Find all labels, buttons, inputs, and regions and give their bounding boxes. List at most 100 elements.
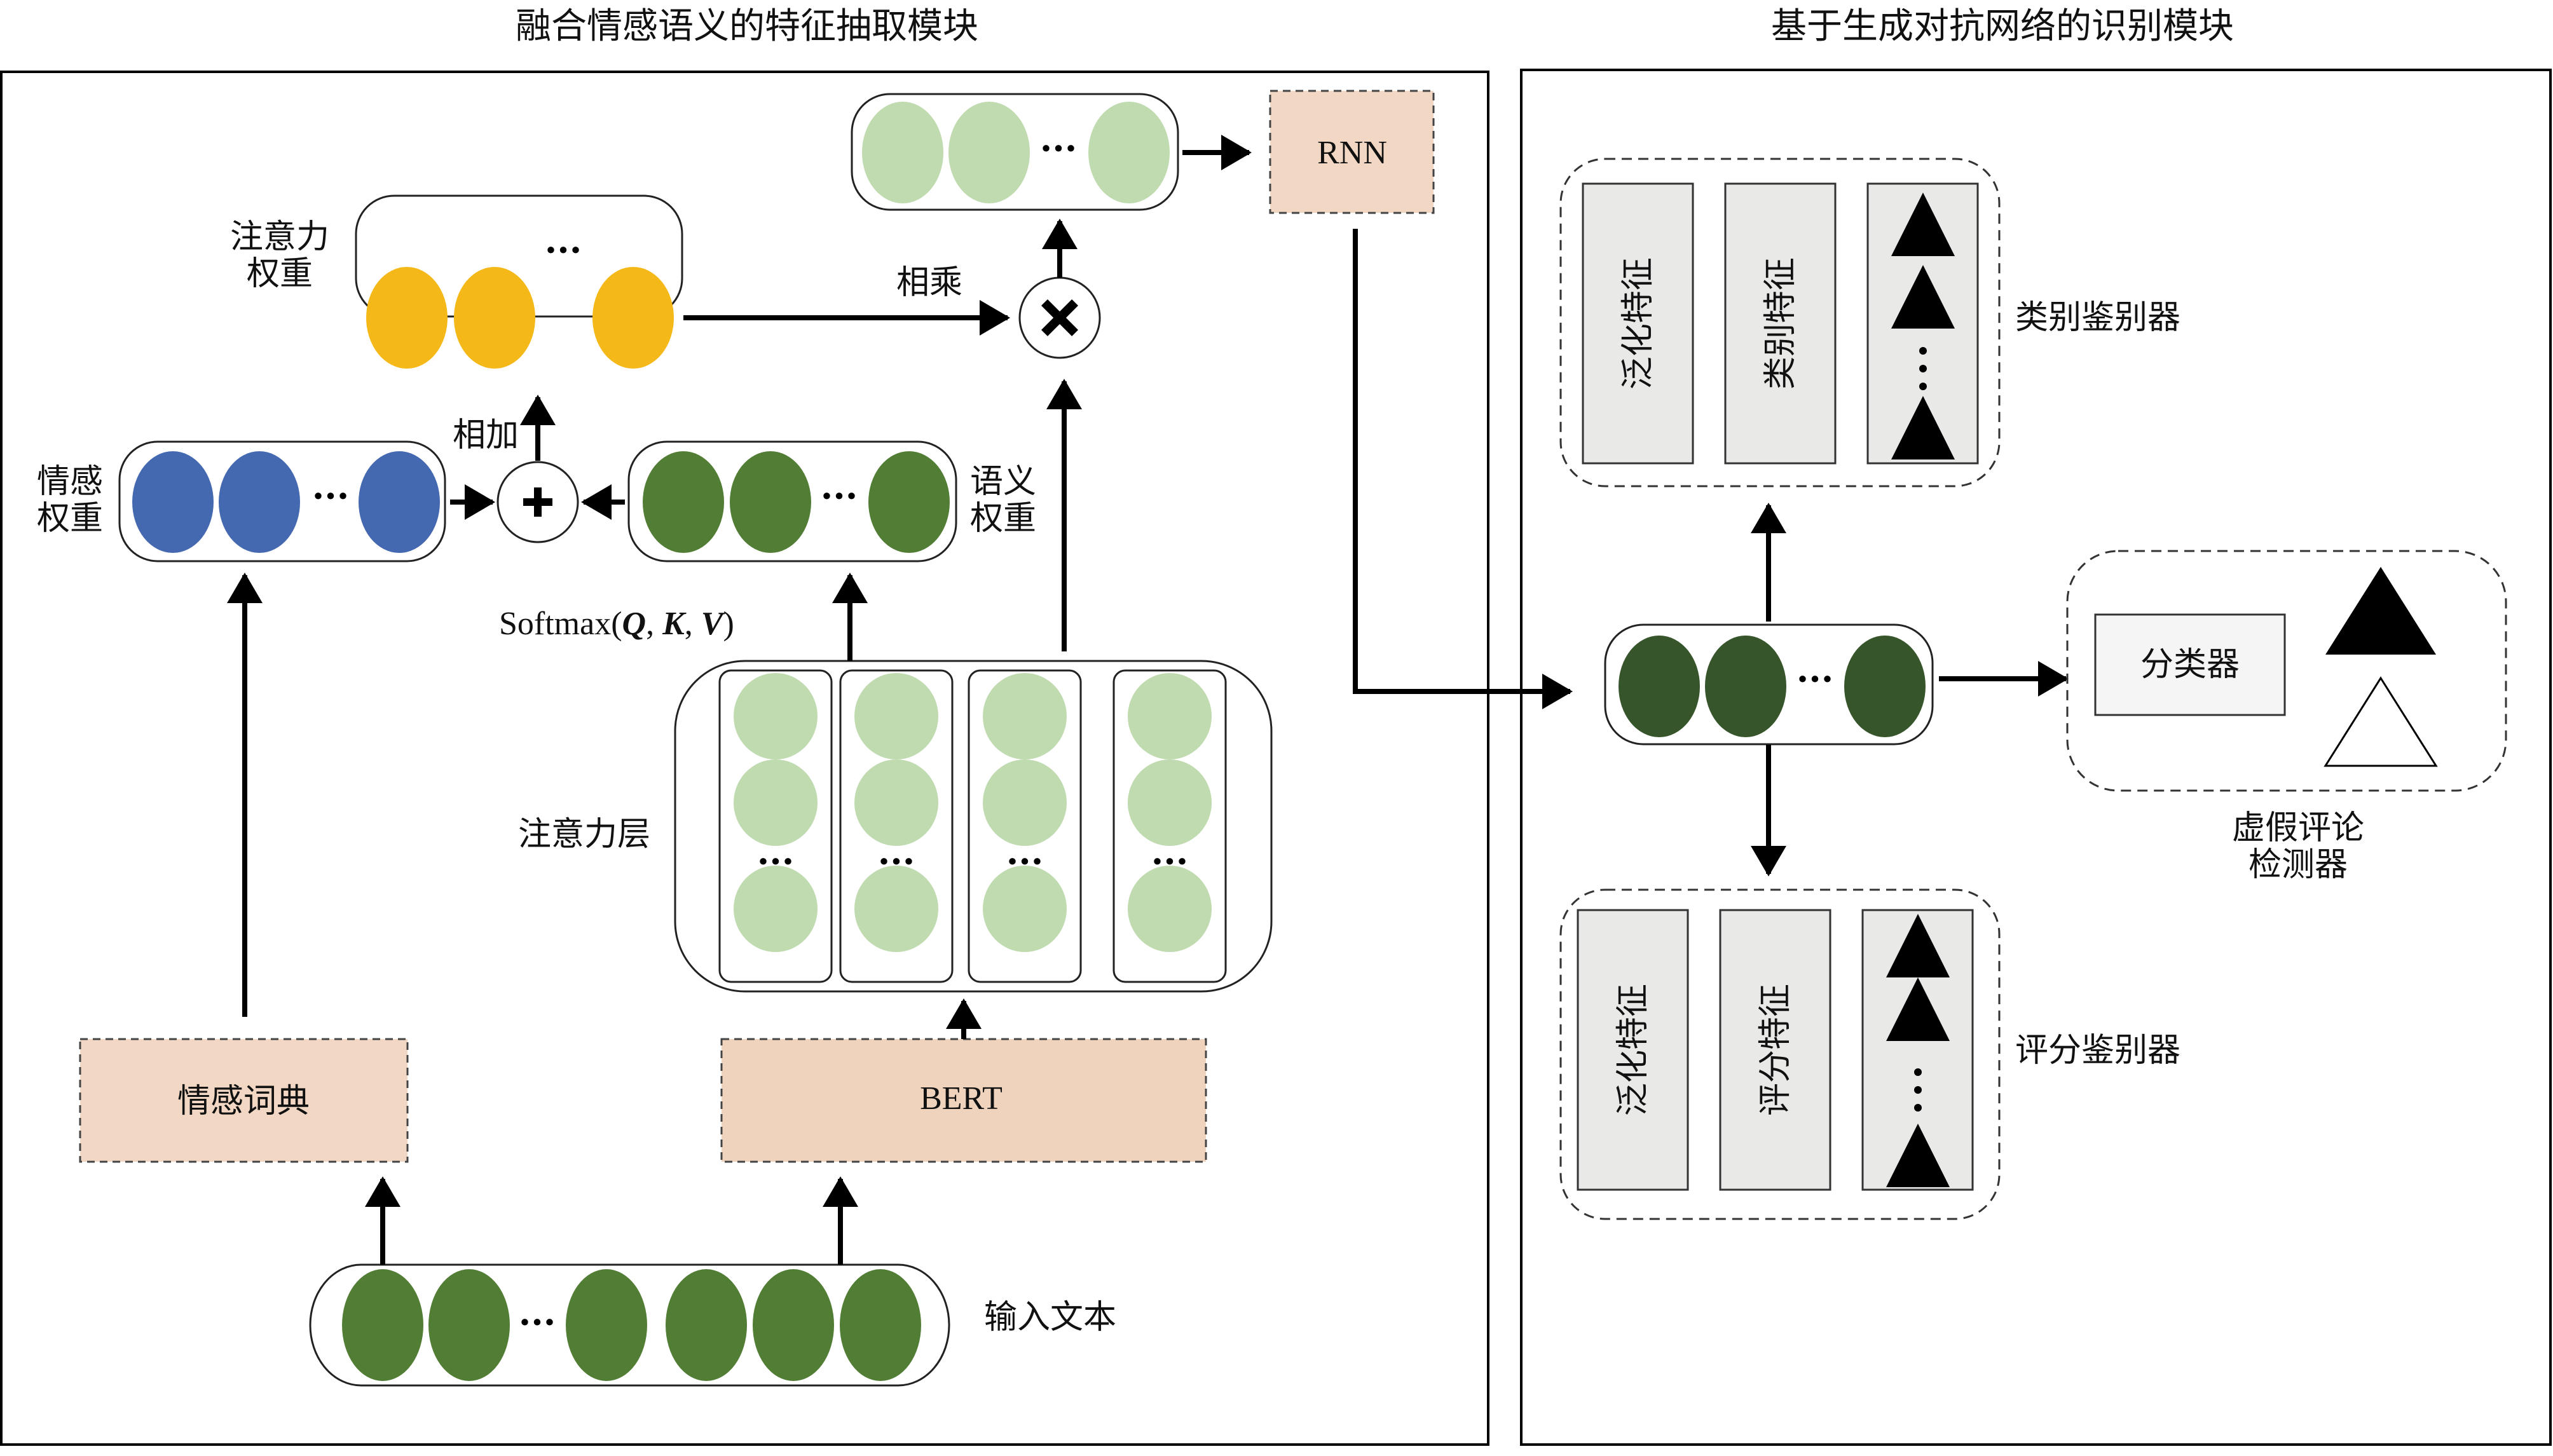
- attention-node: [854, 759, 938, 846]
- arrow-rnn-to-feature-vector: [1353, 229, 1573, 709]
- multiply-icon: [1041, 299, 1078, 336]
- rating-discriminator-label: 评分鉴别器: [2015, 1031, 2180, 1070]
- category-specific-feature-label: 类别特征: [1762, 257, 1800, 390]
- attention-node: [983, 866, 1067, 952]
- ellipsis: ···: [1151, 841, 1189, 883]
- fake-review-detector: 分类器: [2066, 550, 2507, 792]
- feature-node: [1705, 636, 1786, 737]
- vertical-ellipsis-icon: [1914, 1086, 1922, 1094]
- semantic-weights-label-line2: 权重: [970, 500, 1036, 538]
- multiply-label: 相乘: [896, 264, 962, 302]
- ellipsis: ···: [757, 841, 795, 883]
- semantic-weight-node: [643, 451, 724, 553]
- ellipsis: ···: [312, 475, 350, 517]
- sentiment-weights-label-line2: 权重: [37, 500, 103, 538]
- softmax-v: V: [701, 606, 726, 642]
- input-token-node: [428, 1269, 510, 1381]
- softmax-prefix: Softmax(: [499, 606, 622, 642]
- attention-node: [983, 759, 1067, 846]
- category-specific-feature-column: [1724, 182, 1837, 465]
- vertical-ellipsis-icon: [1914, 1068, 1922, 1076]
- attention-node: [983, 673, 1067, 759]
- ellipsis: ···: [545, 229, 582, 271]
- category-discriminator: 泛化特征 类别特征: [1559, 158, 2001, 487]
- softmax-k: K: [662, 606, 687, 642]
- fake-review-detector-label-line1: 虚假评论: [2232, 809, 2364, 847]
- category-output-triangle-icon: [1891, 193, 1955, 256]
- multiply-operator: [1018, 276, 1101, 359]
- semantic-weights-vector: ···: [627, 440, 957, 562]
- attention-weight-node: [366, 267, 448, 369]
- rating-output-triangle-icon: [1886, 914, 1950, 977]
- rating-output-triangle-icon: [1886, 1124, 1950, 1187]
- fake-review-detector-label-line2: 检测器: [2248, 846, 2348, 884]
- attention-weights-label-line1: 注意力: [230, 218, 329, 256]
- attention-node: [1128, 673, 1212, 759]
- ellipsis: ···: [821, 475, 858, 517]
- semantic-weights-label-line1: 语义: [970, 463, 1036, 501]
- feature-vector: ···: [1604, 623, 1934, 745]
- sentiment-weights-vector: ···: [118, 440, 446, 562]
- attention-node: [1128, 759, 1212, 846]
- ellipsis: ···: [878, 841, 915, 883]
- softmax-sep1: ,: [646, 606, 662, 642]
- rnn-label: RNN: [1317, 135, 1387, 171]
- attention-weight-node: [592, 267, 674, 369]
- vertical-ellipsis-icon: [1919, 347, 1927, 355]
- fake-class-triangle-icon: [2325, 567, 2436, 655]
- sentiment-weight-node: [132, 451, 214, 553]
- input-token-node: [342, 1269, 423, 1381]
- category-output-triangle-icon: [1891, 265, 1955, 329]
- semantic-weight-node: [868, 451, 950, 553]
- semantic-weight-node: [730, 451, 811, 553]
- classifier-label: 分类器: [2140, 646, 2240, 684]
- softmax-sep2: ,: [685, 606, 701, 642]
- rating-generic-feature-label: 泛化特征: [1614, 984, 1652, 1116]
- rating-generic-feature-column: [1577, 909, 1689, 1191]
- ellipsis: ···: [1006, 841, 1044, 883]
- vertical-ellipsis-icon: [1914, 1104, 1922, 1112]
- bert-box: [720, 1038, 1207, 1163]
- attention-node: [1128, 866, 1212, 952]
- input-token-node: [666, 1269, 747, 1381]
- input-token-node: [840, 1269, 921, 1381]
- attention-weights-vector: ···: [355, 194, 683, 369]
- feature-node: [1844, 636, 1926, 737]
- rating-discriminator: 泛化特征 评分特征: [1559, 888, 2001, 1220]
- attention-node: [734, 759, 818, 846]
- sentiment-weight-node: [219, 451, 300, 553]
- ellipsis: ···: [1797, 658, 1834, 700]
- softmax-q: Q: [622, 606, 647, 642]
- input-token-node: [566, 1269, 647, 1381]
- ellipsis: ···: [519, 1302, 556, 1344]
- attention-node: [734, 673, 818, 759]
- classifier-box: [2094, 613, 2286, 716]
- sentiment-weights-label-line1: 情感: [37, 463, 103, 501]
- vertical-ellipsis-icon: [1919, 383, 1927, 390]
- attention-node: [854, 866, 938, 952]
- attention-layer: ··· ··· ··· ···: [674, 660, 1273, 993]
- left-module-title: 融合情感语义的特征抽取模块: [516, 6, 978, 47]
- feature-node: [1619, 636, 1700, 737]
- weighted-output-vector: ···: [851, 93, 1179, 211]
- plus-icon: [523, 487, 552, 517]
- add-label: 相加: [453, 416, 519, 454]
- category-discriminator-label: 类别鉴别器: [2015, 299, 2180, 337]
- input-text-label: 输入文本: [984, 1298, 1116, 1337]
- rnn-box: [1269, 90, 1435, 214]
- input-token-node: [753, 1269, 834, 1381]
- sentiment-lexicon-label: 情感词典: [177, 1082, 310, 1120]
- weighted-output-node: [948, 102, 1030, 203]
- fake-review-detector-container: [2066, 550, 2507, 792]
- category-discriminator-container: [1559, 158, 2001, 487]
- right-module-title: 基于生成对抗网络的识别模块: [1771, 6, 2234, 47]
- category-generic-feature-label: 泛化特征: [1619, 257, 1657, 390]
- sentiment-weight-node: [359, 451, 440, 553]
- rating-output-triangle-icon: [1886, 977, 1950, 1041]
- weighted-output-node: [1088, 102, 1170, 203]
- softmax-formula: Softmax(Q, K, V): [499, 606, 734, 642]
- rating-specific-feature-label: 评分特征: [1756, 984, 1795, 1116]
- attention-weight-node: [454, 267, 535, 369]
- weighted-output-node: [862, 102, 943, 203]
